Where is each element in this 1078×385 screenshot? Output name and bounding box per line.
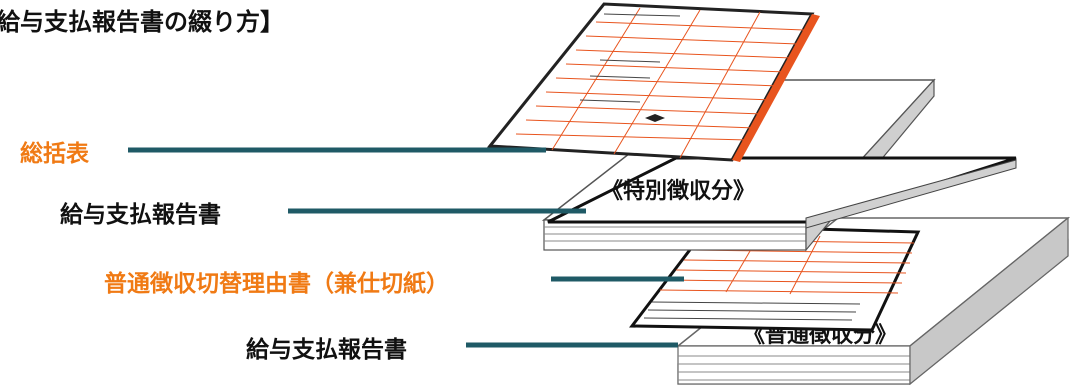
label-special-report: 給与支払報告書	[60, 202, 221, 228]
special-stack-title: 《特別徴収分》	[601, 178, 755, 204]
special-report-sheet: 《特別徴収分》	[547, 156, 1017, 229]
page-title: 給与支払報告書の綴り方】	[0, 8, 284, 36]
label-ordinary-report: 給与支払報告書	[246, 337, 407, 363]
label-reason-doc: 普通徴収切替理由書（兼仕切紙）	[104, 271, 449, 297]
label-summary: 総括表	[20, 141, 89, 167]
summary-form	[487, 2, 820, 162]
leader-lines	[128, 147, 684, 348]
reason-sheet	[629, 224, 921, 332]
